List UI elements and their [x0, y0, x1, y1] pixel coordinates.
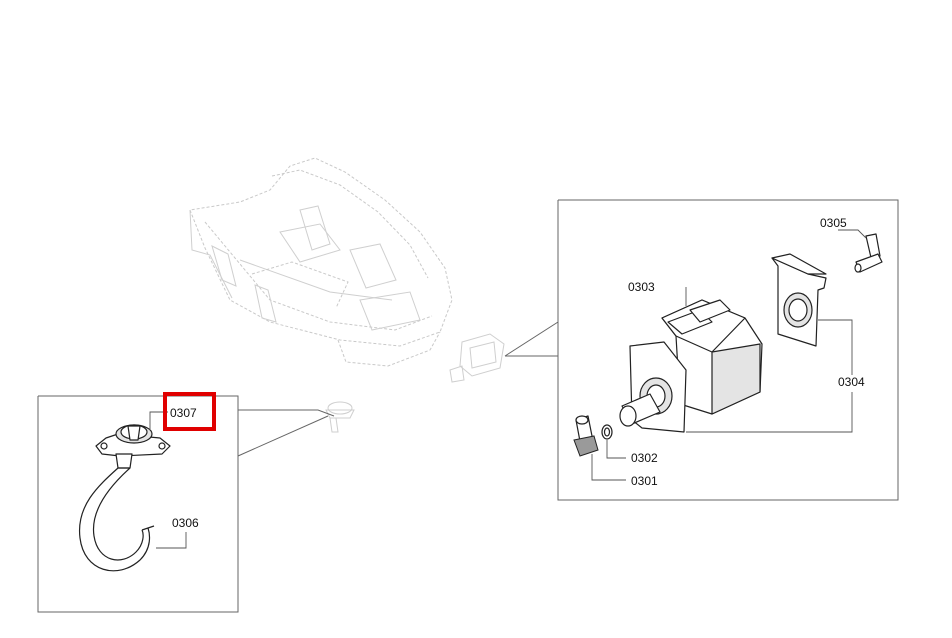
gasket-plate-0304: [771, 253, 827, 347]
callout-0307: 0307: [170, 406, 197, 420]
callout-0304: 0304: [838, 375, 865, 389]
o-ring-0302: [601, 424, 613, 440]
callout-0301: 0301: [631, 474, 658, 488]
highlight-box-0307: [163, 392, 216, 431]
detail-frame-solenoid: [504, 199, 899, 501]
hose-0306: [78, 467, 155, 572]
base-housing-outline: [189, 157, 453, 367]
fitting-0301: [573, 415, 599, 457]
solenoid-coil-0303: [619, 299, 763, 433]
solenoid-valve-mounted-icon: [449, 333, 505, 383]
strainer-mounted-icon: [325, 401, 355, 433]
leader-lines-left: [149, 411, 187, 549]
leader-lines-right: [591, 229, 867, 481]
strainer-housing-0307: [95, 424, 171, 469]
callout-0305: 0305: [820, 216, 847, 230]
elbow-connector-0305: [854, 233, 883, 273]
callout-0303: 0303: [628, 280, 655, 294]
callout-0302: 0302: [631, 451, 658, 465]
callout-0306: 0306: [172, 516, 199, 530]
